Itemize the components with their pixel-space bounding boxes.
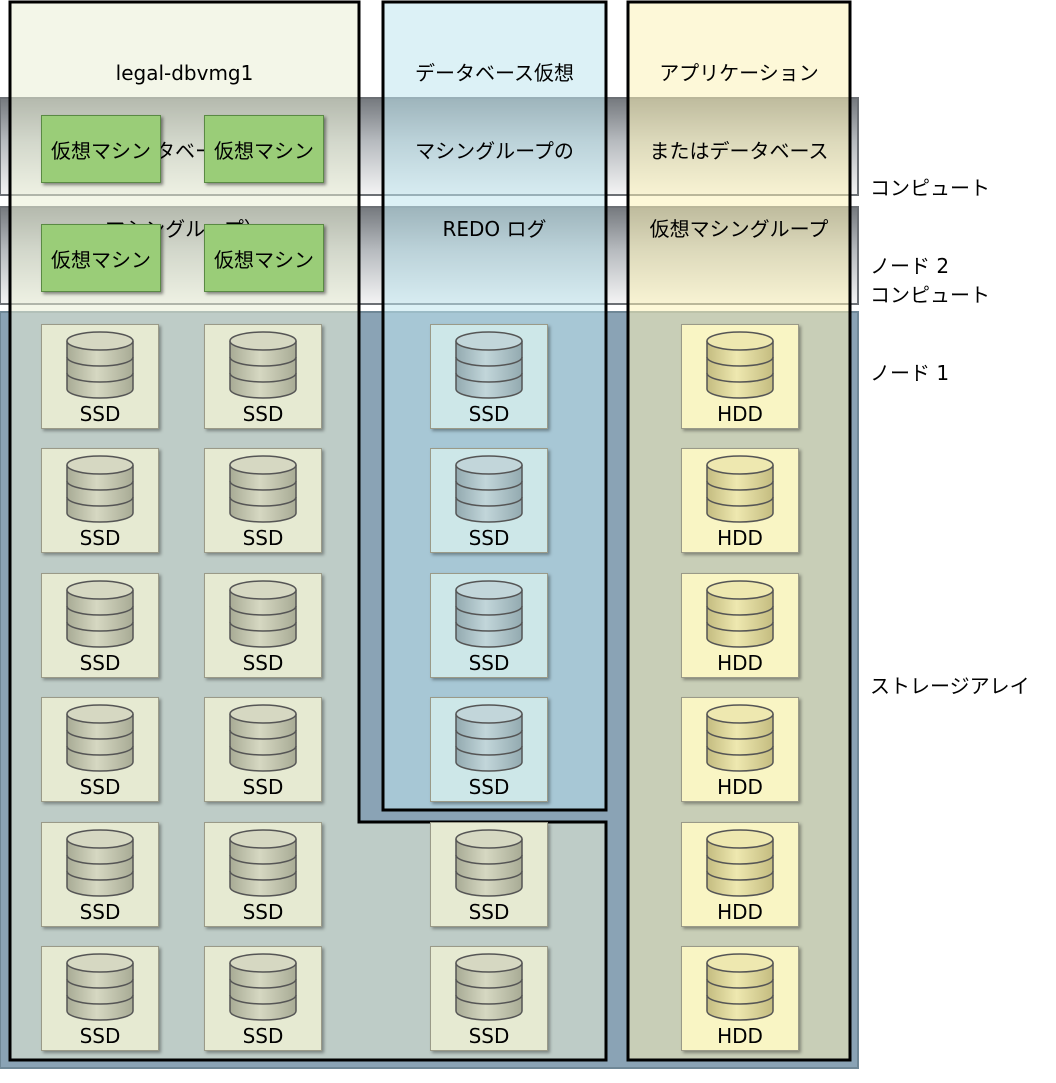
vm-node2-2[interactable]: 仮想マシン	[204, 115, 324, 183]
ssd-disk: SSD	[41, 324, 159, 429]
compute-node-1-label: コンピュート ノード 1	[870, 230, 990, 412]
ssd-disk: SSD	[41, 448, 159, 553]
node2-label-line1: コンピュート	[870, 176, 990, 200]
disk-label: SSD	[242, 651, 284, 675]
disk-cylinder-icon	[229, 829, 297, 897]
disk-cylinder-icon	[66, 953, 134, 1021]
ssd-disk: SSD	[430, 946, 548, 1051]
disk-cylinder-icon	[455, 829, 523, 897]
disk-cylinder-icon	[455, 580, 523, 648]
hdd-disk: HDD	[681, 697, 799, 802]
hdd-disk: HDD	[681, 324, 799, 429]
disk-cylinder-icon	[66, 580, 134, 648]
ssd-disk: SSD	[430, 448, 548, 553]
app-title-line1: アプリケーション	[659, 61, 819, 85]
vm-node1-1[interactable]: 仮想マシン	[41, 224, 161, 292]
disk-cylinder-icon	[66, 331, 134, 399]
storage-array-label: ストレージアレイ	[870, 674, 1030, 698]
disk-label: HDD	[717, 526, 763, 550]
vm-node1-2[interactable]: 仮想マシン	[204, 224, 324, 292]
hdd-disk: HDD	[681, 448, 799, 553]
ssd-disk: SSD	[41, 822, 159, 927]
disk-cylinder-icon	[66, 455, 134, 523]
node2-label-line2: ノード 2	[870, 254, 950, 278]
disk-cylinder-icon	[706, 580, 774, 648]
disk-label: SSD	[468, 526, 510, 550]
vm-node2-1[interactable]: 仮想マシン	[41, 115, 161, 183]
disk-cylinder-icon	[229, 953, 297, 1021]
disk-label: SSD	[468, 1024, 510, 1048]
ssd-disk: SSD	[204, 448, 322, 553]
node1-label-line2: ノード 1	[870, 361, 950, 385]
disk-cylinder-icon	[706, 953, 774, 1021]
app-group-title: アプリケーション またはデータベース 仮想マシングループ	[628, 8, 850, 268]
disk-cylinder-icon	[66, 829, 134, 897]
disk-cylinder-icon	[229, 455, 297, 523]
redo-title-line3: REDO ログ	[442, 217, 547, 241]
disk-label: HDD	[717, 651, 763, 675]
redo-title-line2: マシングループの	[415, 139, 574, 163]
ssd-disk: SSD	[204, 697, 322, 802]
ssd-disk: SSD	[204, 946, 322, 1051]
disk-label: SSD	[468, 775, 510, 799]
hdd-disk: HDD	[681, 946, 799, 1051]
redo-title-line1: データベース仮想	[415, 61, 574, 85]
disk-label: SSD	[79, 526, 121, 550]
disk-label: SSD	[79, 1024, 121, 1048]
disk-label: SSD	[242, 526, 284, 550]
ssd-disk: SSD	[204, 573, 322, 678]
ssd-disk: SSD	[430, 324, 548, 429]
disk-cylinder-icon	[66, 704, 134, 772]
disk-cylinder-icon	[706, 829, 774, 897]
ssd-disk: SSD	[204, 822, 322, 927]
disk-cylinder-icon	[229, 580, 297, 648]
ssd-disk: SSD	[430, 573, 548, 678]
disk-label: HDD	[717, 900, 763, 924]
disk-label: SSD	[242, 900, 284, 924]
disk-cylinder-icon	[455, 953, 523, 1021]
disk-label: HDD	[717, 402, 763, 426]
disk-label: SSD	[79, 402, 121, 426]
disk-label: SSD	[242, 1024, 284, 1048]
ssd-disk: SSD	[204, 324, 322, 429]
ssd-disk: SSD	[41, 573, 159, 678]
ssd-disk: SSD	[430, 697, 548, 802]
ssd-disk: SSD	[41, 697, 159, 802]
disk-cylinder-icon	[229, 331, 297, 399]
disk-label: SSD	[242, 775, 284, 799]
disk-label: SSD	[79, 900, 121, 924]
disk-label: HDD	[717, 1024, 763, 1048]
disk-label: SSD	[468, 651, 510, 675]
redo-group-title: データベース仮想 マシングループの REDO ログ	[383, 8, 606, 268]
disk-label: SSD	[79, 775, 121, 799]
disk-cylinder-icon	[706, 455, 774, 523]
legal-title-line1: legal-dbvmg1	[115, 61, 254, 85]
node1-label-line1: コンピュート	[870, 283, 990, 307]
disk-label: SSD	[79, 651, 121, 675]
hdd-disk: HDD	[681, 573, 799, 678]
disk-cylinder-icon	[455, 455, 523, 523]
disk-cylinder-icon	[706, 331, 774, 399]
app-title-line3: 仮想マシングループ	[649, 217, 829, 241]
disk-label: SSD	[242, 402, 284, 426]
app-title-line2: またはデータベース	[649, 139, 829, 163]
ssd-disk: SSD	[41, 946, 159, 1051]
disk-cylinder-icon	[229, 704, 297, 772]
ssd-disk: SSD	[430, 822, 548, 927]
disk-cylinder-icon	[706, 704, 774, 772]
disk-label: SSD	[468, 900, 510, 924]
compute-node-2-label: コンピュート ノード 2	[870, 123, 990, 305]
disk-label: SSD	[468, 402, 510, 426]
disk-cylinder-icon	[455, 704, 523, 772]
hdd-disk: HDD	[681, 822, 799, 927]
disk-label: HDD	[717, 775, 763, 799]
disk-cylinder-icon	[455, 331, 523, 399]
